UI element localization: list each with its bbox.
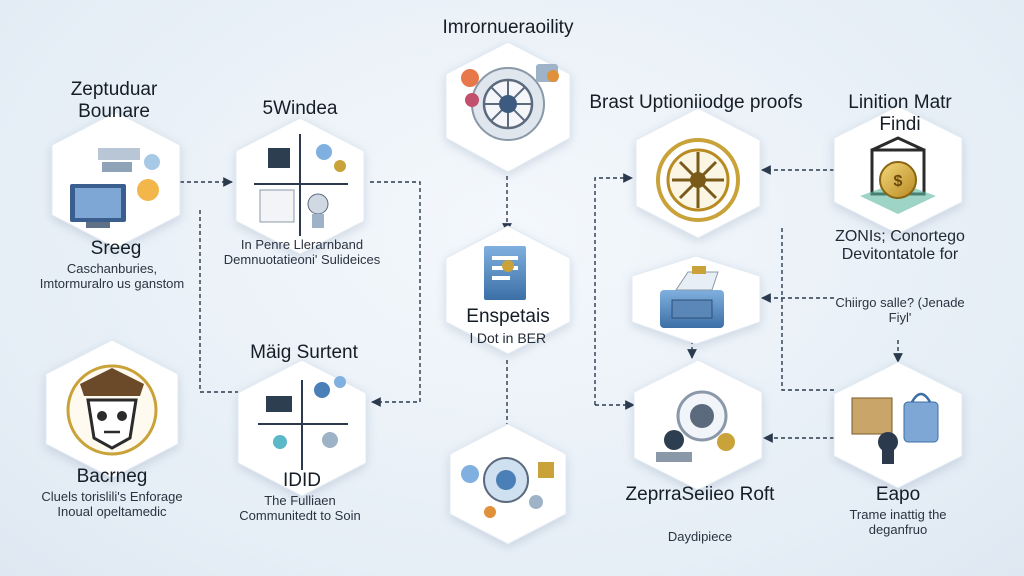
right-top-desc: ZONIs; Conortego Devitontatole for [835, 228, 965, 264]
document-icon [484, 246, 526, 300]
left-top-desc: Caschanburies, Imtormuralro us ganstom [39, 261, 185, 291]
mid-left-bottom-desc: The Fulliaen Communitedt to Soin [239, 493, 361, 523]
right-bottom-label: Eapo [875, 484, 921, 505]
box-bag-icon [851, 392, 939, 464]
left-bottom-desc: Cluels torislili's Enforage Inoual opelt… [41, 489, 183, 519]
gold-coin-icon [656, 138, 740, 222]
gear-machine-icon [656, 390, 735, 462]
svg-text:$: $ [894, 173, 903, 190]
vault-gear-icon [461, 64, 559, 141]
arrow-left-branch-to-brast [594, 173, 633, 405]
top-center-title: Imrornueraoility [442, 17, 574, 38]
mid-left-top-title: 5Windea [262, 98, 338, 119]
right-top-note: Chiirgo salle? (Jenade Fiyl' [835, 295, 965, 325]
left-top-label: Sreeg [90, 238, 142, 259]
robot-board-icon [254, 134, 348, 236]
connectors [180, 165, 903, 443]
left-bottom-label: Bacrneg [76, 466, 148, 487]
hex-right-bottom [833, 361, 963, 489]
lock-coin-icon: $ [860, 136, 936, 214]
left-top-title: Zeptuduar Bounare [70, 79, 158, 122]
center-mid-label: Enspetais [466, 306, 550, 327]
gadgets-cluster-icon [461, 457, 554, 518]
connector-left-vertical [199, 210, 238, 393]
mid-left-bottom-label: IDID [283, 470, 321, 491]
connector-right-vertical [781, 228, 834, 391]
right-bottom-desc: Trame inattig the deganfruo [849, 507, 947, 537]
shield-badge-icon [66, 364, 158, 456]
devices-icon [258, 376, 348, 470]
right-mid-bottom-label: ZeprraSeiieo Roft [625, 484, 775, 505]
mid-left-top-desc: In Penre Llerarnband Demnuotatieoni' Sul… [223, 237, 381, 267]
right-mid-top-title: Brast Uptioniiodge proofs [589, 92, 803, 113]
hex-left-top [51, 111, 181, 249]
arrow-mid-to-center-loop [370, 181, 421, 407]
right-top-title: Linition Matr Findi [848, 92, 952, 135]
mid-left-bottom-title: Mäig Surtent [250, 342, 358, 363]
right-mid-bottom-desc: Daydipiece [667, 529, 733, 544]
cash-box-icon [660, 266, 724, 328]
center-mid-badge: l Dot in BER [469, 330, 547, 346]
monitor-sun-icon [70, 148, 160, 228]
